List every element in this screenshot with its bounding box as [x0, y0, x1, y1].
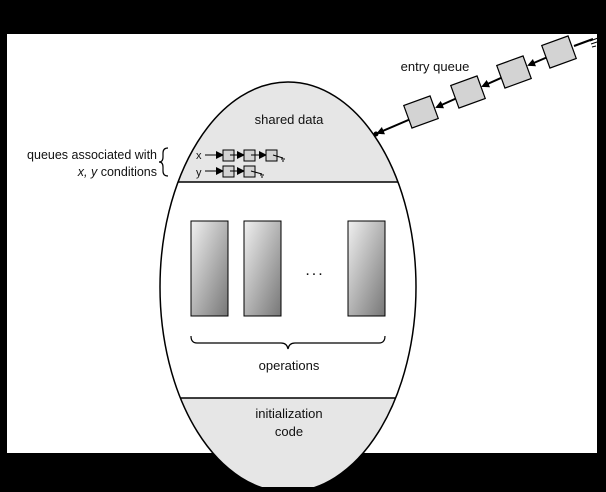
queues-brace	[158, 147, 169, 177]
operation-box-2	[243, 220, 282, 317]
entry-queue-ground	[589, 37, 599, 48]
entry-queue-node-3	[495, 55, 533, 89]
operations-brace	[190, 335, 386, 350]
entry-queue-node-1	[402, 95, 440, 129]
x-label: x	[196, 150, 202, 162]
operation-box-3	[347, 220, 386, 317]
y-queue-node-2	[243, 165, 256, 178]
init-label-line1: initialization	[255, 406, 322, 421]
monitor-oval	[159, 81, 417, 492]
entry-queue-label: entry queue	[401, 59, 470, 74]
x-queue-node-3	[265, 149, 278, 162]
entry-queue	[376, 35, 599, 135]
entry-queue-node-4	[540, 35, 578, 69]
shared-data-label: shared data	[255, 112, 324, 127]
x-queue-ground	[281, 158, 285, 162]
queues-label-line2: x, y conditions	[77, 165, 157, 179]
queues-label-line1: queues associated with	[27, 148, 157, 162]
entry-queue-node-2	[449, 75, 487, 109]
operation-box-1	[190, 220, 229, 317]
y-queue-ground	[260, 174, 264, 178]
y-label: y	[196, 167, 202, 179]
operations-ellipsis: ...	[305, 262, 324, 279]
operations-label: operations	[259, 358, 320, 373]
init-label-line2: code	[275, 424, 303, 439]
